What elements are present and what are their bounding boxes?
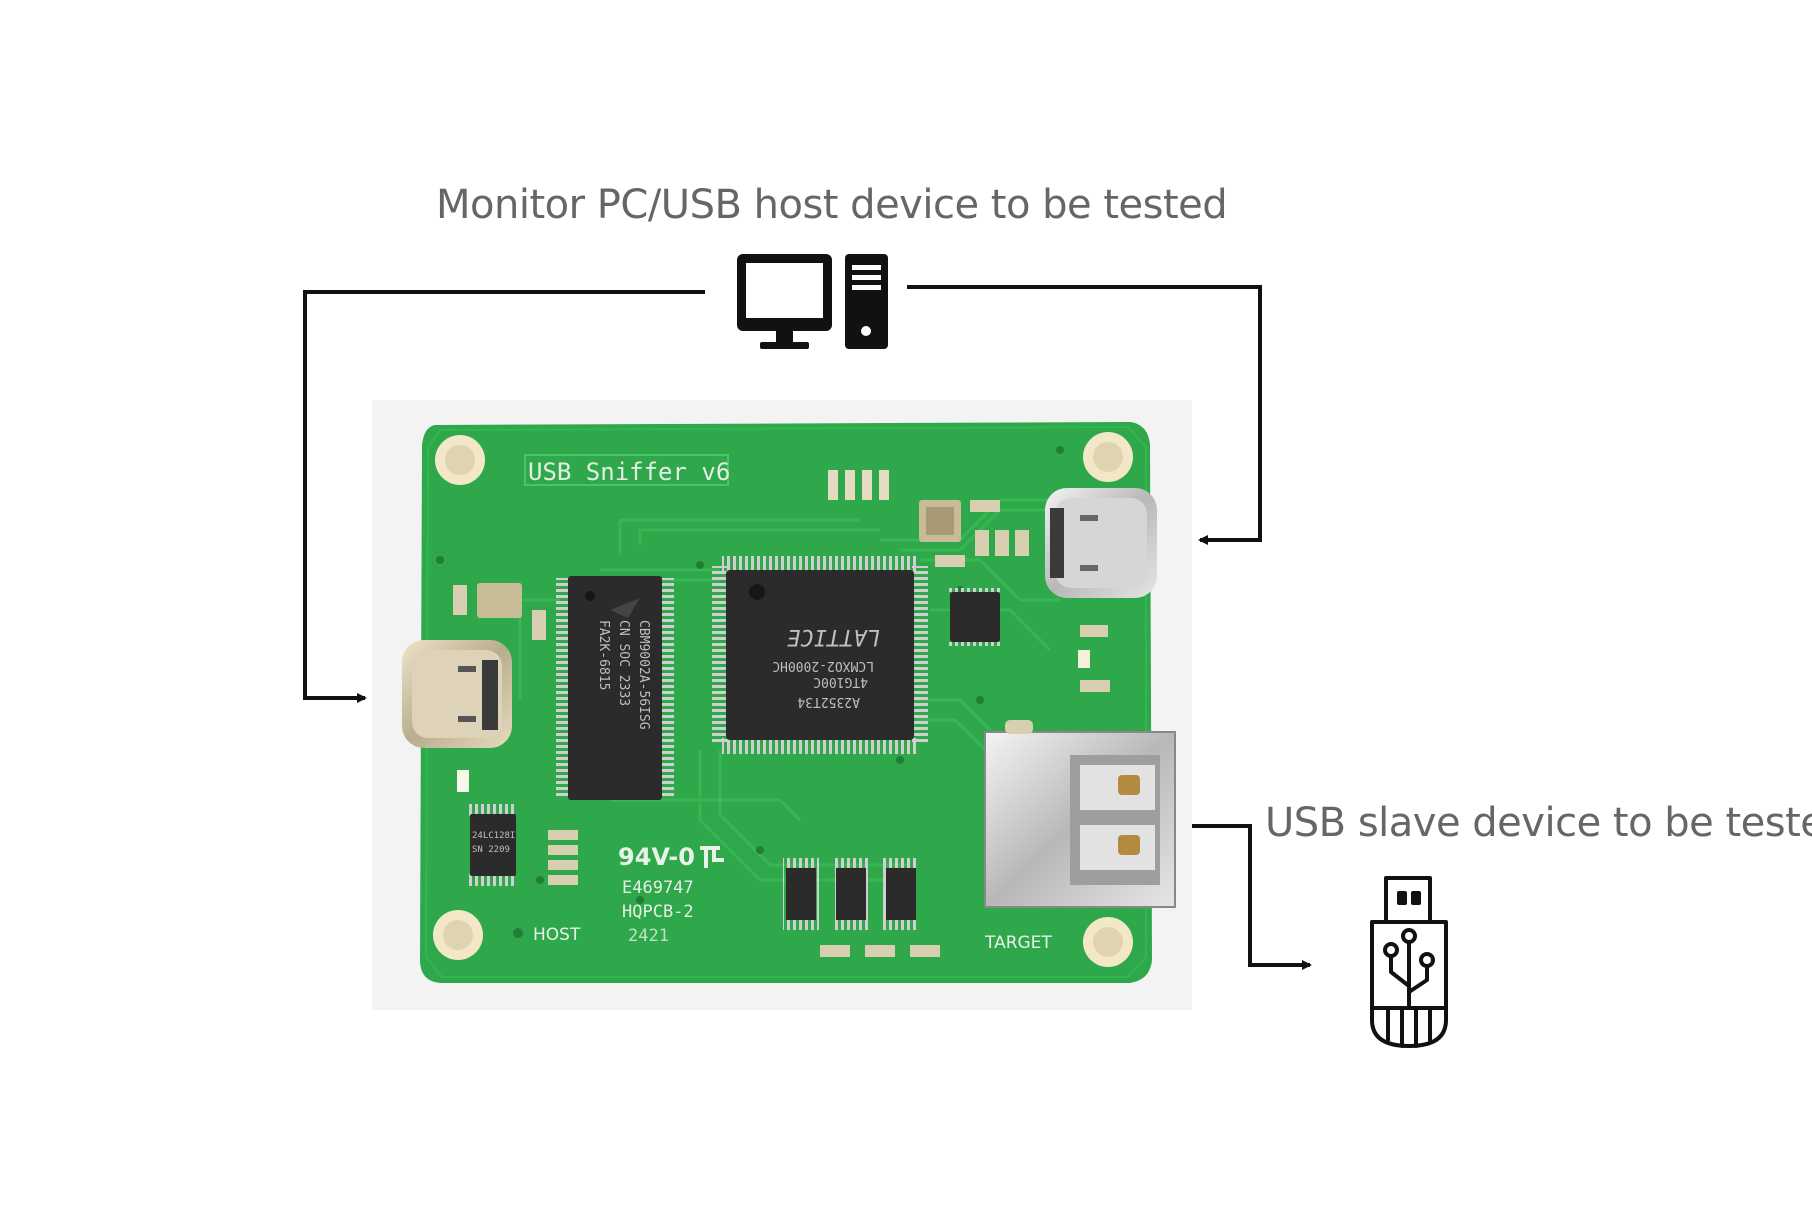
target-usb-c-port: [1045, 488, 1157, 598]
slave-device-caption: USB slave device to be tested: [1265, 800, 1812, 846]
mounting-holes: [433, 432, 1133, 967]
host-device-caption: Monitor PC/USB host device to be tested: [436, 182, 1228, 228]
desktop-computer-icon: [737, 254, 888, 349]
arrow-to-slave-device: [1192, 824, 1312, 970]
controller-line1: CBM9002A-56ISG: [636, 620, 651, 730]
maker-label: HQPCB-2: [622, 902, 694, 922]
host-usb-c-port: [402, 640, 512, 748]
fpga-part-label: LCMXO2-2000HC: [772, 658, 874, 673]
controller-line2: CN SOC 2333: [616, 620, 631, 706]
controller-line3: FA2K-6815: [596, 620, 611, 690]
fpga-lot-label: A2352T34: [797, 694, 860, 709]
bottom-chips: [783, 858, 919, 930]
usb-sniffer-board: USB Sniffer v6: [402, 422, 1176, 983]
connection-lines: [303, 285, 1312, 970]
target-usb-a-port: [984, 720, 1176, 908]
fpga-brand-label: LATTICE: [787, 624, 880, 649]
fpga-chip: A2352T34 4TG100C LCMXO2-2000HC LATTICE: [712, 556, 928, 754]
cert-label: E469747: [622, 878, 694, 898]
eeprom-line2: SN 2209: [472, 845, 510, 855]
usb-controller-chip: CBM9002A-56ISG CN SOC 2333 FA2K-6815: [556, 576, 674, 800]
board-name-label: USB Sniffer v6: [528, 458, 730, 486]
fpga-grade-label: 4TG100C: [813, 674, 868, 689]
rating-label: 94V-0: [618, 843, 695, 871]
usb-flash-drive-icon: [1370, 876, 1448, 1048]
eeprom-chip: 24LC128I SN 2209: [468, 804, 516, 886]
eeprom-line1: 24LC128I: [472, 831, 515, 841]
host-port-label: HOST: [533, 925, 581, 945]
date-label: 2421: [628, 926, 669, 946]
arrow-to-host-port: [303, 290, 705, 703]
arrow-to-target-port: [907, 285, 1262, 545]
target-port-label: TARGET: [984, 933, 1052, 953]
status-led: [1078, 650, 1090, 668]
